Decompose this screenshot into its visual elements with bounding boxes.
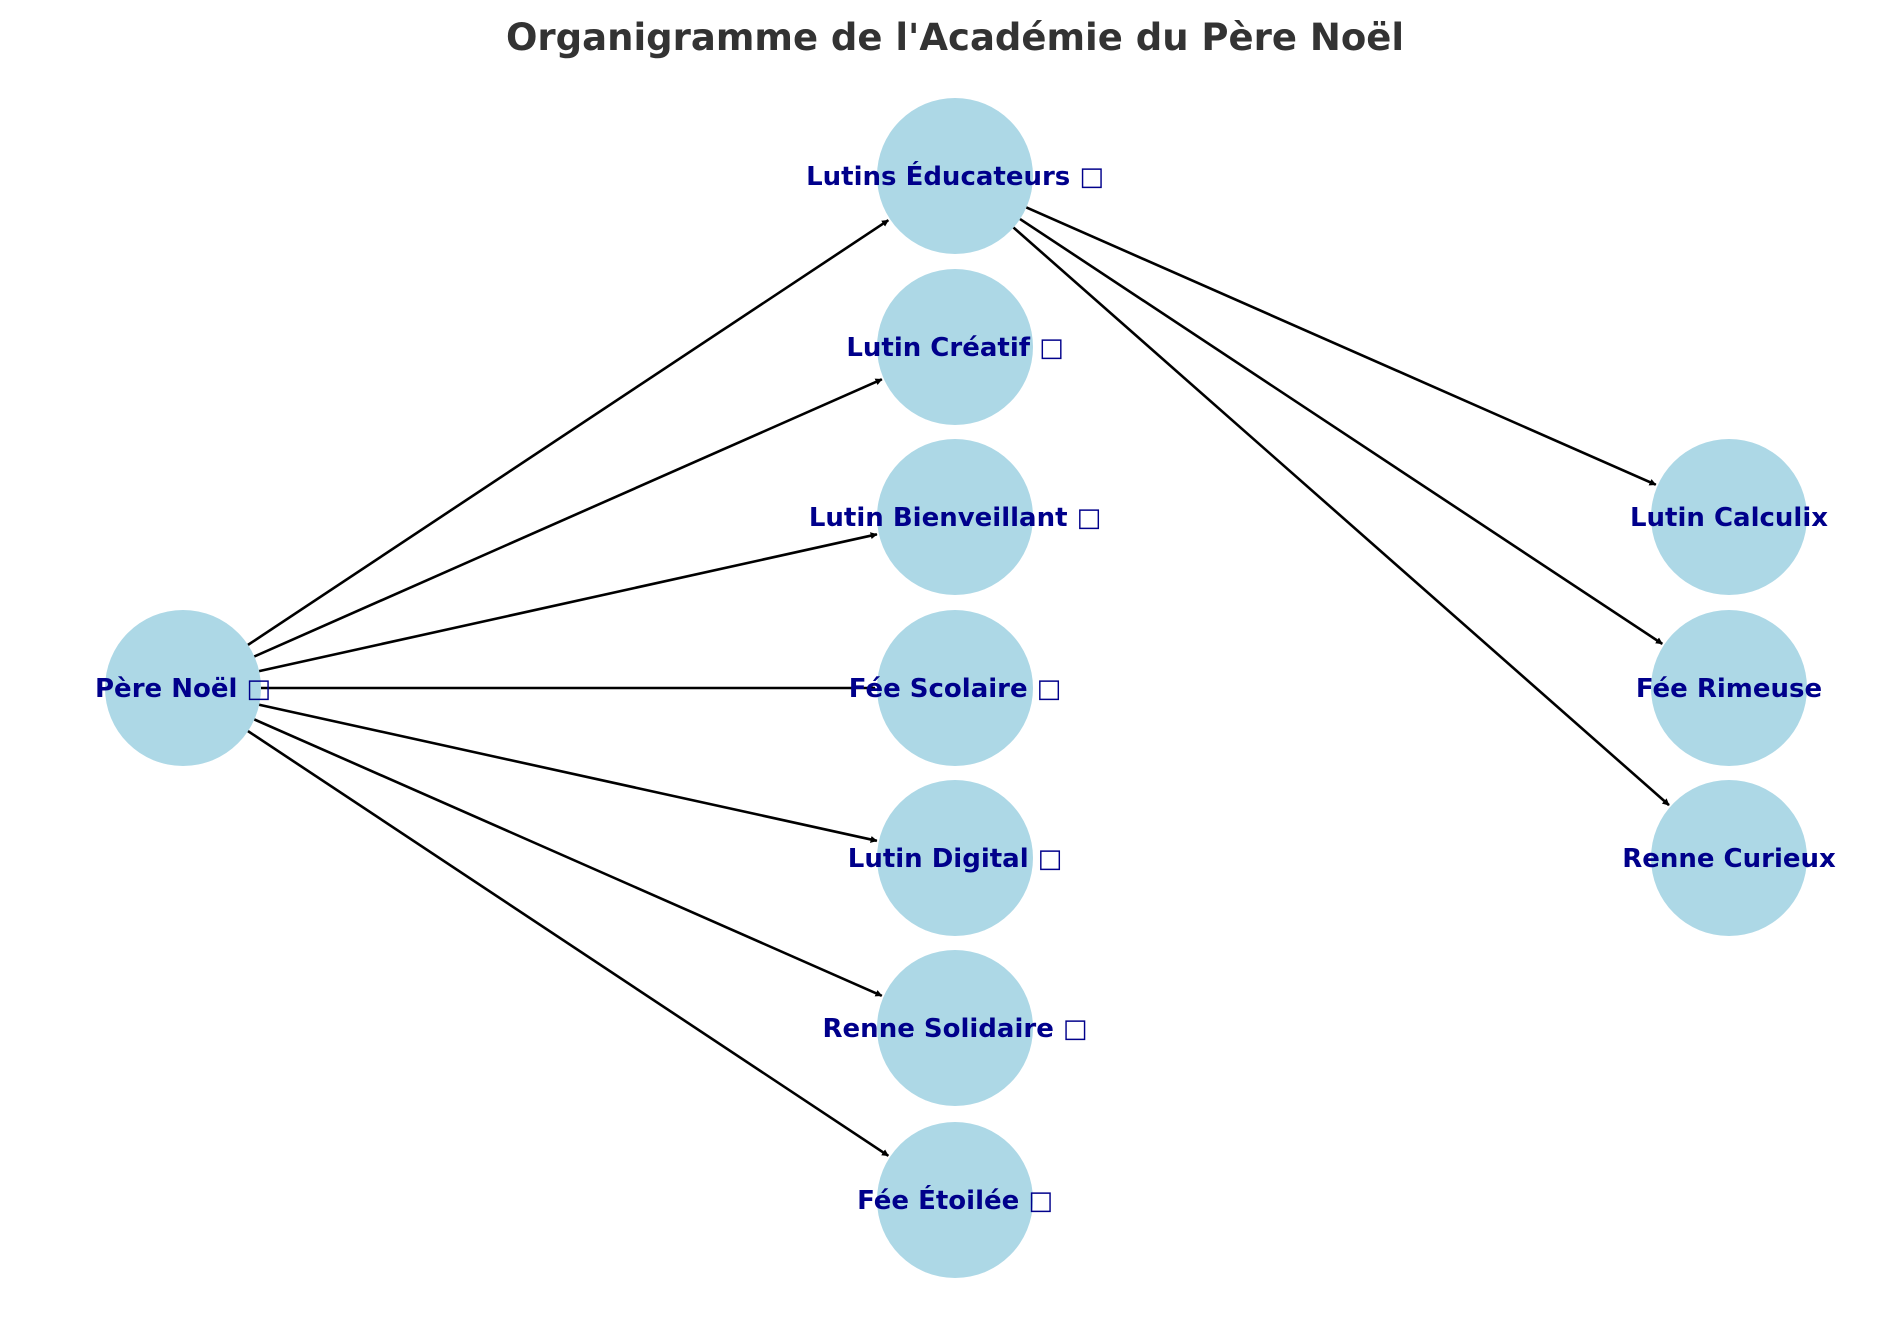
node-renne-curieux	[1651, 780, 1807, 936]
node-label-lutins-educateurs: Lutins Éducateurs □	[806, 160, 1104, 192]
edge-pere-noel-to-lutin-bienveillant	[258, 532, 878, 673]
node-lutin-digital	[877, 780, 1033, 936]
edges-layer	[247, 206, 1670, 1157]
node-pere-noel	[105, 610, 261, 766]
node-label-fee-scolaire: Fée Scolaire □	[849, 674, 1061, 704]
edge-lutins-educateurs-to-fee-rimeuse	[1019, 217, 1663, 645]
edge-lutins-educateurs-to-lutin-calculix	[1025, 206, 1657, 486]
node-label-fee-rimeuse: Fée Rimeuse	[1636, 674, 1822, 704]
node-lutin-calculix	[1651, 439, 1807, 595]
node-label-lutin-creatif: Lutin Créatif □	[846, 333, 1063, 363]
node-fee-scolaire	[877, 610, 1033, 766]
edge-pere-noel-to-fee-etoilee	[247, 730, 890, 1157]
edge-pere-noel-to-lutin-digital	[258, 703, 878, 843]
edge-pere-noel-to-lutin-creatif	[253, 378, 883, 658]
node-label-lutin-bienveillant: Lutin Bienveillant □	[809, 503, 1101, 533]
node-renne-solidaire	[877, 950, 1033, 1106]
diagram-title: Organigramme de l'Académie du Père Noël	[506, 16, 1404, 59]
node-lutins-educateurs	[877, 98, 1033, 254]
node-label-lutin-calculix: Lutin Calculix	[1630, 503, 1828, 533]
node-lutin-creatif	[877, 269, 1033, 425]
edge-lutins-educateurs-to-renne-curieux	[1012, 226, 1670, 807]
nodes-layer	[105, 98, 1807, 1278]
node-fee-etoilee	[877, 1122, 1033, 1278]
edge-pere-noel-to-lutins-educateurs	[247, 219, 890, 646]
node-label-lutin-digital: Lutin Digital □	[848, 844, 1063, 874]
edge-pere-noel-to-renne-solidaire	[253, 718, 883, 997]
node-label-fee-etoilee: Fée Étoilée □	[857, 1184, 1053, 1216]
node-label-pere-noel: Père Noël □	[95, 674, 271, 704]
node-label-renne-solidaire: Renne Solidaire □	[823, 1014, 1088, 1044]
node-lutin-bienveillant	[877, 439, 1033, 595]
node-label-renne-curieux: Renne Curieux	[1622, 844, 1836, 874]
labels-layer: Père Noël □ Lutins Éducateurs □ Lutin Créa…	[95, 160, 1836, 1216]
node-fee-rimeuse	[1651, 610, 1807, 766]
